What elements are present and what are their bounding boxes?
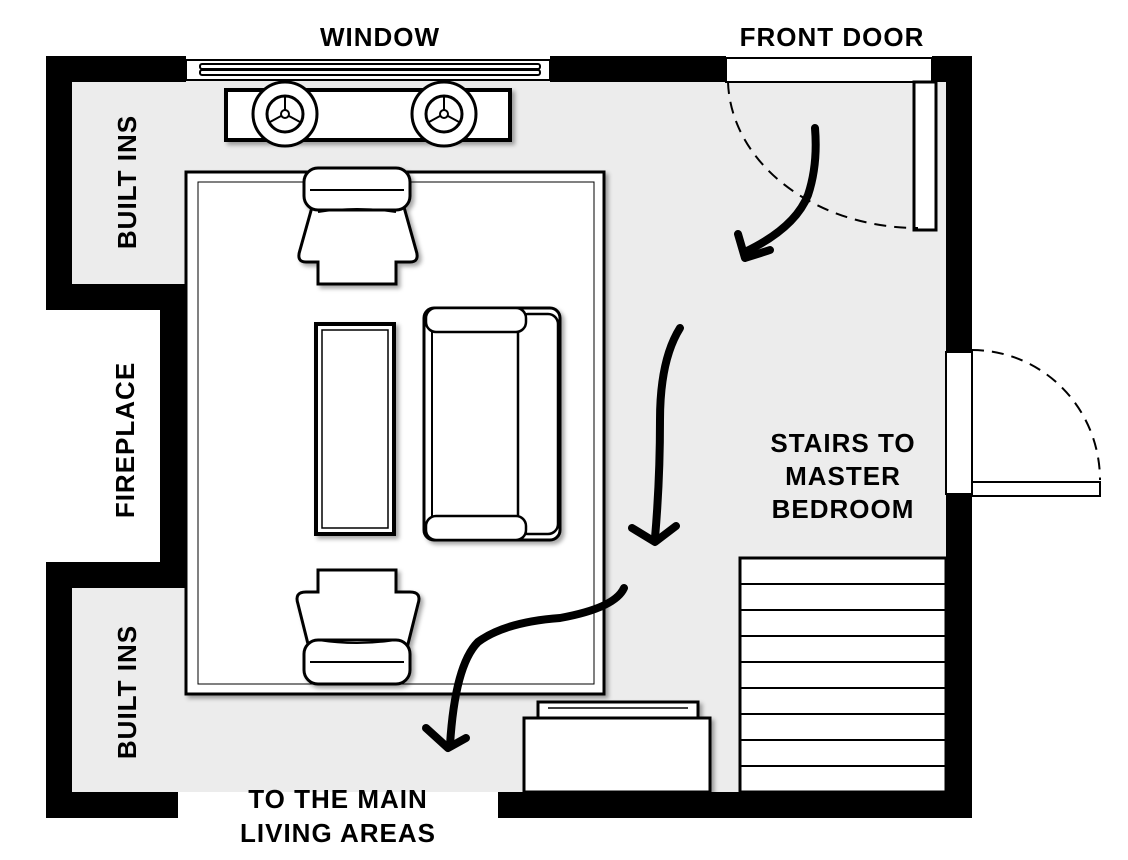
window-label: WINDOW [320, 22, 440, 52]
stairs [738, 556, 948, 794]
window [185, 59, 551, 81]
armchair-bottom [295, 568, 421, 686]
arrow-from-front-door-icon [741, 124, 820, 256]
coffee-table [314, 322, 396, 536]
stairs-label-line3: BEDROOM [772, 494, 915, 524]
arrow-to-living-areas-icon [446, 584, 628, 749]
stairs-label-line1: STAIRS TO [770, 428, 915, 458]
side-door [945, 349, 1101, 497]
front-door [725, 57, 938, 232]
front-door-label: FRONT DOOR [740, 22, 925, 52]
exit-label-line2: LIVING AREAS [240, 818, 436, 848]
stairs-label-line2: MASTER [785, 461, 901, 491]
lamp-icon [410, 80, 478, 148]
traffic-arrows [422, 124, 820, 752]
walls [46, 56, 972, 818]
armchair-top [297, 166, 419, 286]
sofa [422, 306, 562, 542]
built-ins-bottom [72, 586, 184, 792]
fireplace [72, 310, 160, 562]
built-ins-bottom-label: BUILT INS [112, 625, 142, 759]
storage-bench [522, 700, 712, 794]
exit-label-line1: TO THE MAIN [248, 784, 428, 814]
fireplace-label: FIREPLACE [110, 362, 140, 518]
arrow-to-stairs-icon [651, 324, 684, 542]
built-ins-top-label: BUILT INS [112, 115, 142, 249]
lamp-icon [251, 80, 319, 148]
built-ins-top [72, 82, 184, 284]
